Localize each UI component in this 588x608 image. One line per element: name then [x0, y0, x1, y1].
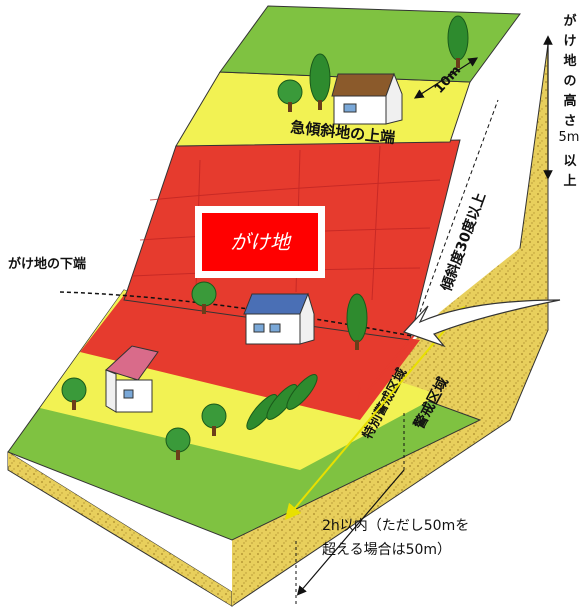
tree-icon [165, 427, 191, 460]
height-label-char: さ [563, 114, 577, 129]
tree-icon [309, 53, 331, 110]
range-note-line2: 超える場合は50m） [322, 542, 451, 558]
soil-bottom-front [8, 452, 232, 606]
upper-green-band [219, 5, 521, 83]
tree-icon [346, 293, 368, 350]
tree-icon [61, 377, 87, 410]
range-note-line1: 2h以内（ただし50mを [322, 518, 469, 534]
cliff-label-box: がけ地 [195, 206, 325, 278]
tree-icon [191, 281, 217, 314]
house-icon [331, 72, 403, 125]
cliff-bottom-line [59, 291, 413, 337]
height-label-char: 地 [563, 54, 577, 69]
tree-icon [447, 15, 469, 68]
house-icon [243, 292, 315, 345]
cliff-label: がけ地 [230, 230, 292, 254]
house-icon [105, 345, 159, 413]
height-label-char: 上 [563, 174, 577, 189]
range-dimension: 2h以内（ただし50mを 超える場合は50m） [295, 410, 469, 604]
height-label-char: け [563, 34, 577, 49]
height-label-char: が [563, 14, 577, 29]
crop-rows [246, 374, 318, 430]
height-label-char: 高 [563, 94, 577, 109]
tree-icon [277, 79, 303, 112]
height-label-char: 5m [558, 130, 580, 145]
tree-icon [201, 403, 227, 436]
bottom-edge-label: がけ地の下端 [8, 256, 86, 272]
arrow-icon [402, 299, 561, 348]
height-label-char: の [563, 74, 577, 89]
height-label-char: 以 [563, 154, 577, 169]
